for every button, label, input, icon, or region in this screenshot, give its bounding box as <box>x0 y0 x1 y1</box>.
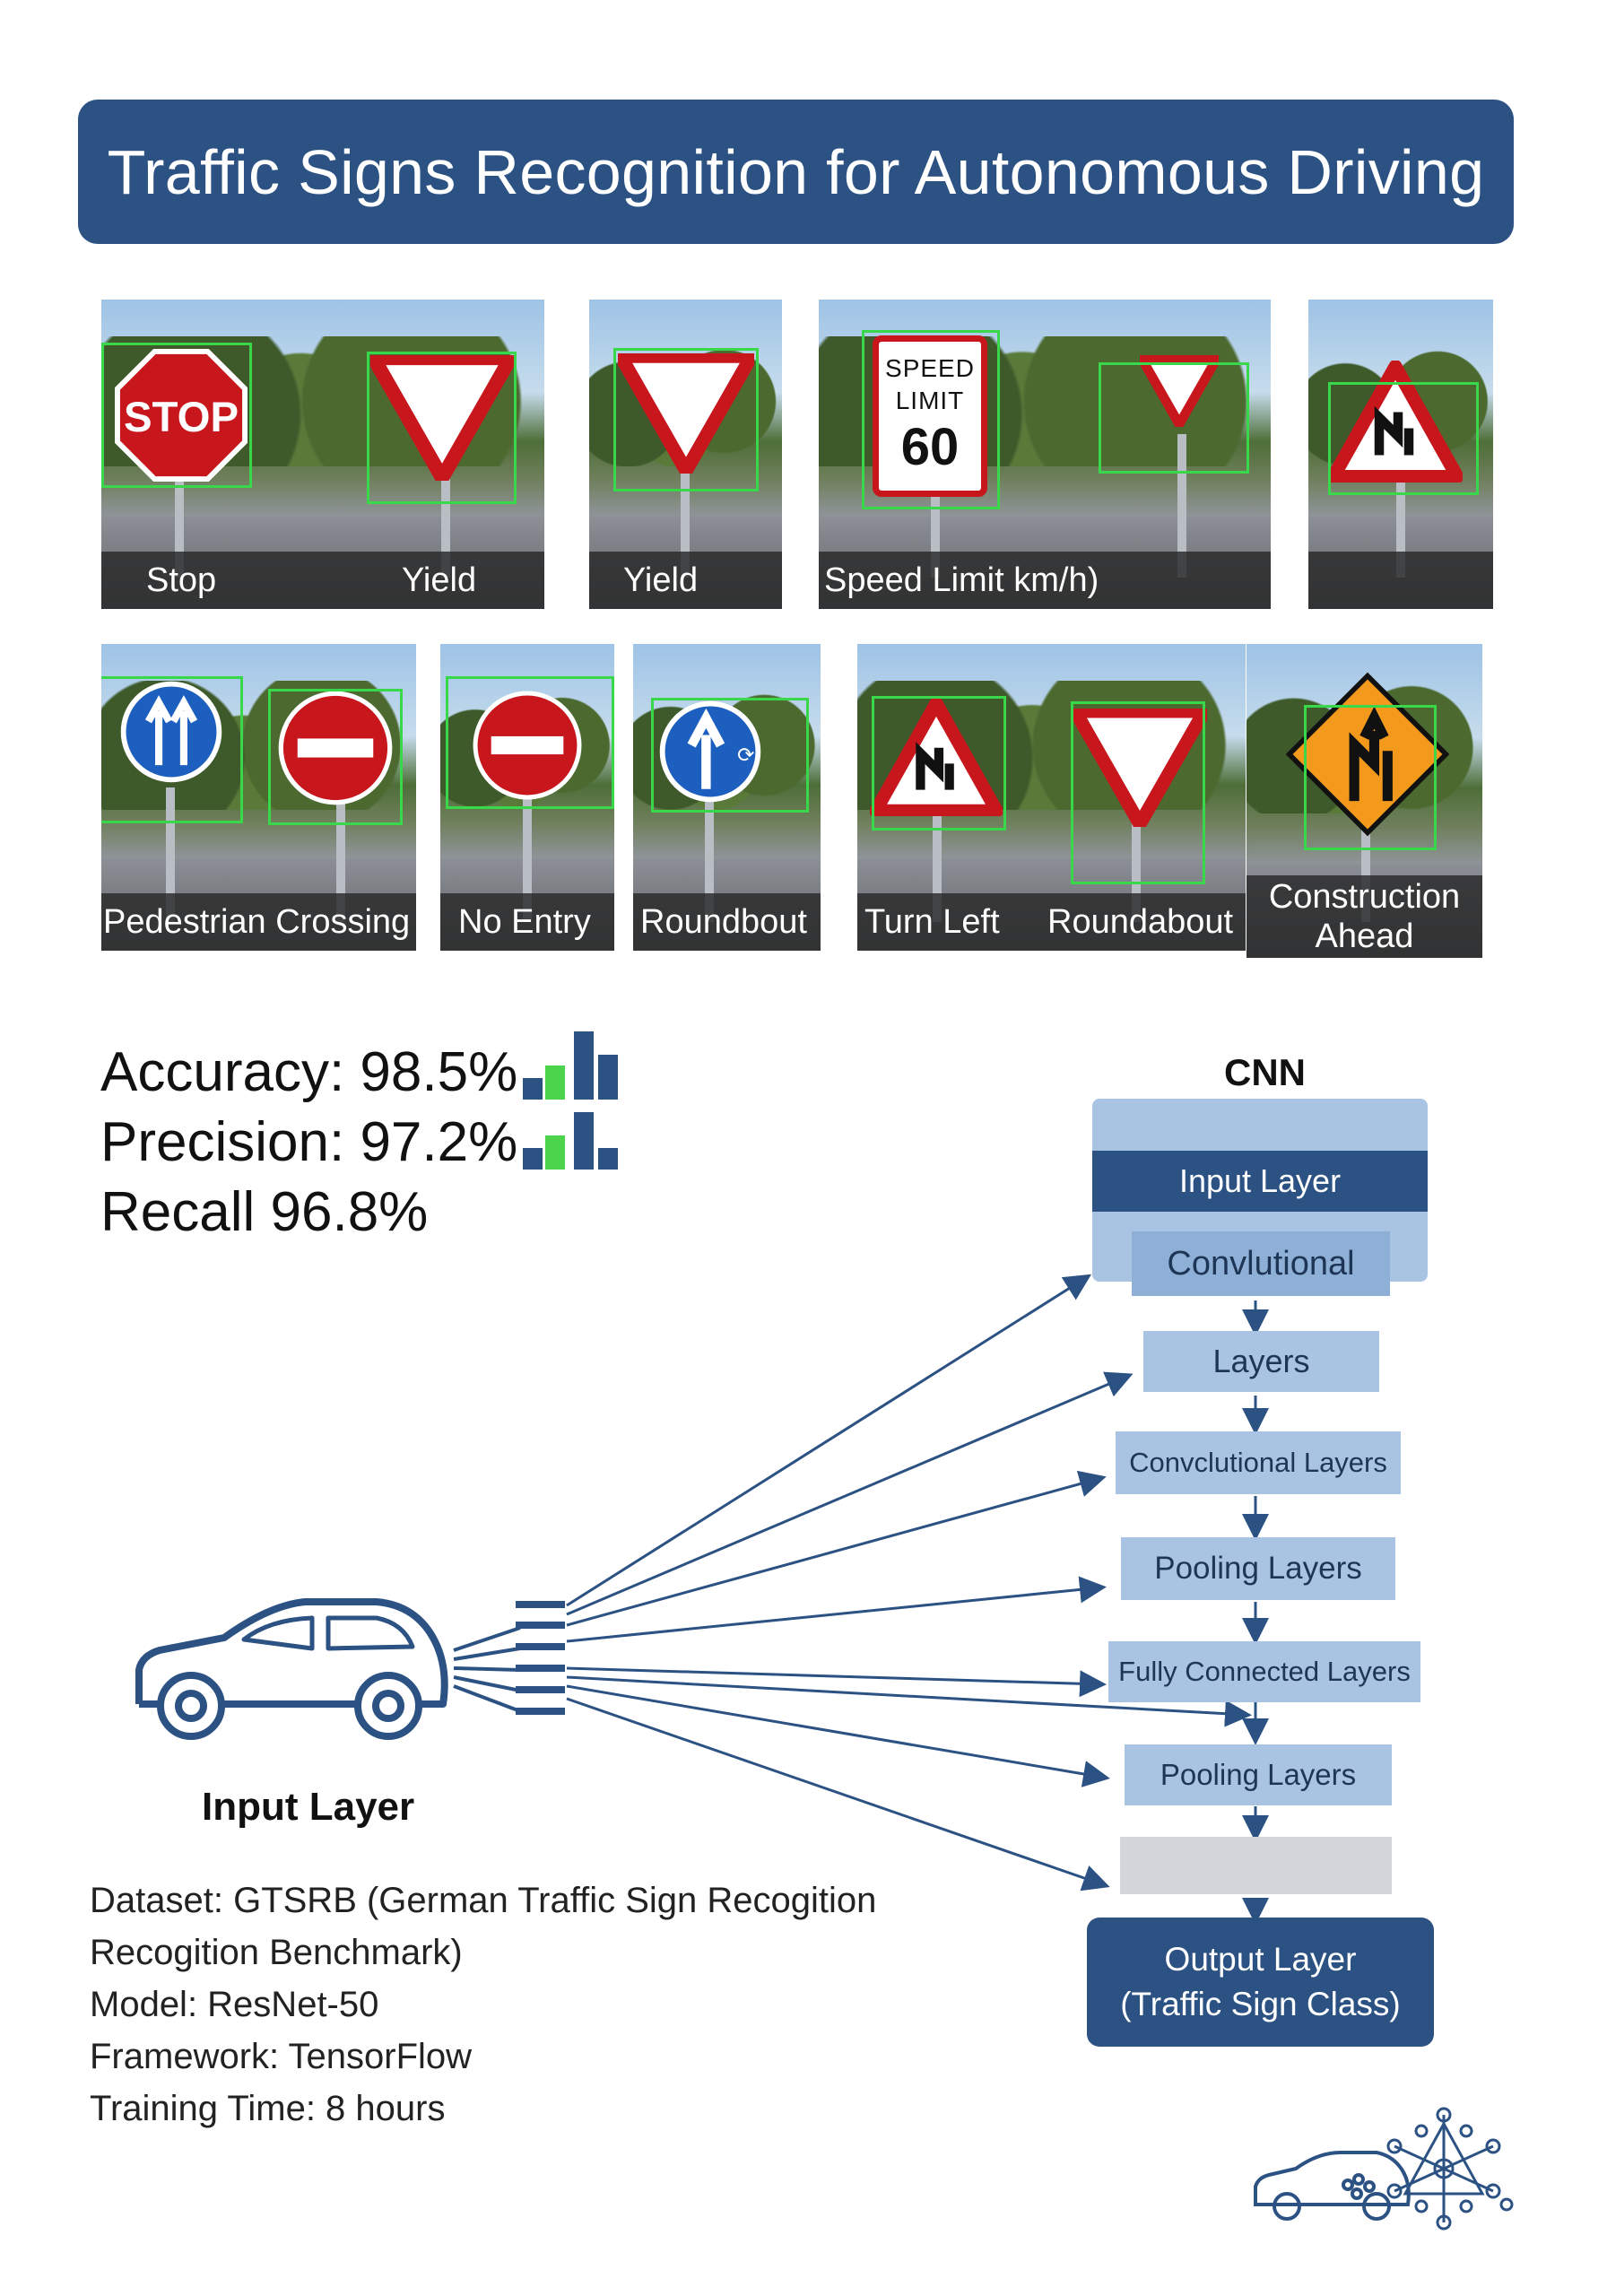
photo-road-narrows <box>1308 300 1493 609</box>
detection-box <box>367 352 517 504</box>
caption-stop: Stop <box>146 561 217 599</box>
layer-convolutional: Convlutional <box>1132 1231 1390 1296</box>
road-narrows-sign-icon <box>1328 361 1463 483</box>
metric-precision: Precision: 97.2% <box>100 1111 518 1173</box>
yield-sign-icon <box>618 353 754 474</box>
stop-sign-icon: STOP <box>115 349 248 482</box>
layer-pooling: Pooling Layers <box>1121 1537 1395 1600</box>
car-network-logo-icon <box>1254 2107 1514 2231</box>
output-layer-title: Output Layer <box>1164 1941 1357 1978</box>
speed-sign-mid: LIMIT <box>895 387 965 414</box>
photo-speed-limit: SPEED LIMIT 60 Speed Limit km/h) <box>819 300 1271 609</box>
photo-stop-yield: STOP Stop Yield <box>101 300 544 609</box>
detection-box <box>651 698 809 813</box>
detection-box <box>1099 362 1249 474</box>
metric-recall: Recall 96.8% <box>100 1181 429 1243</box>
car-icon <box>135 1598 448 1740</box>
layer-blank <box>1120 1837 1392 1894</box>
detection-box <box>268 689 403 825</box>
svg-text:⟳: ⟳ <box>737 744 754 767</box>
page-title: Traffic Signs Recognition for Autonomous… <box>107 136 1485 207</box>
photo-yield: Yield <box>589 300 782 609</box>
construction-sign-icon <box>1285 672 1450 837</box>
caption-pedestrian: Pedestrian Crossing <box>103 902 411 941</box>
title-bar: Traffic Signs Recognition for Autonomous… <box>78 100 1514 244</box>
caption-roundabout: Roundabout <box>1047 902 1234 941</box>
sensor-array <box>516 1601 565 1715</box>
speed-sign-number: 60 <box>900 418 960 476</box>
info-line: Model: ResNet-50 <box>90 1985 379 2024</box>
info-line: Dataset: GTSRB (German Traffic Sign Reco… <box>90 1881 877 1920</box>
layer-input: Input Layer <box>1092 1151 1428 1212</box>
info-line: Training Time: 8 hours <box>90 2089 446 2128</box>
output-layer-subtitle: (Traffic Sign Class) <box>1120 1986 1401 2022</box>
layer-output: Output Layer (Traffic Sign Class) <box>1087 1918 1434 2047</box>
input-layer-label: Input Layer <box>202 1785 415 1829</box>
ahead-only-sign-icon: ⟳ <box>659 700 761 803</box>
caption-speed-limit: Speed Limit km/h) <box>824 561 1099 599</box>
speed-sign-top: SPEED <box>885 354 975 382</box>
detection-box <box>1071 701 1205 884</box>
speed-limit-sign-icon: SPEED LIMIT 60 <box>873 335 987 497</box>
layer-convolutional-2: Convclutional Layers <box>1116 1431 1401 1494</box>
detection-box <box>1328 382 1479 495</box>
mandatory-direction-sign-icon <box>120 681 222 783</box>
yield-sign-icon <box>1140 355 1219 427</box>
photo-roundbout: ⟳ Roundbout <box>633 644 821 951</box>
photo-pedestrian-noentry: Pedestrian Crossing <box>101 644 416 951</box>
info-line: Recogition Benchmark) <box>90 1933 463 1972</box>
accuracy-bar-icon <box>523 1031 623 1100</box>
road-narrows-sign-icon <box>870 698 1003 816</box>
detection-box <box>101 343 252 488</box>
detection-box <box>613 348 759 491</box>
cnn-title: CNN <box>1224 1051 1306 1093</box>
photo-turnleft-roundabout: Turn Left Roundabout <box>857 644 1246 951</box>
caption-construction: Construction Ahead <box>1268 878 1461 955</box>
layer-pooling-2: Pooling Layers <box>1125 1744 1392 1805</box>
caption-turn-left: Turn Left <box>864 902 1000 941</box>
caption-roundbout: Roundbout <box>640 902 807 941</box>
caption-yield-2: Yield <box>623 561 699 599</box>
yield-sign-icon <box>370 355 514 481</box>
detection-box <box>1304 705 1437 850</box>
no-entry-sign-icon <box>278 691 393 805</box>
detection-box <box>101 676 243 823</box>
photo-no-entry: No Entry <box>440 644 614 951</box>
dataset-info: Dataset: GTSRB (German Traffic Sign Reco… <box>90 1874 876 2135</box>
layer-layers: Layers <box>1143 1331 1379 1392</box>
caption-yield: Yield <box>402 561 477 599</box>
detection-box <box>446 676 614 809</box>
layer-fully-connected: Fully Connected Layers <box>1108 1641 1420 1702</box>
no-entry-sign-icon <box>473 691 582 800</box>
metric-accuracy: Accuracy: 98.5% <box>100 1041 518 1103</box>
detection-box <box>872 696 1006 831</box>
stop-sign-text: STOP <box>124 394 239 441</box>
photo-construction: Construction Ahead <box>1247 644 1482 958</box>
detection-box <box>862 330 1000 509</box>
caption-no-entry: No Entry <box>458 902 591 941</box>
precision-bar-icon <box>523 1112 623 1170</box>
info-line: Framework: TensorFlow <box>90 2037 473 2076</box>
yield-sign-icon <box>1073 709 1207 827</box>
